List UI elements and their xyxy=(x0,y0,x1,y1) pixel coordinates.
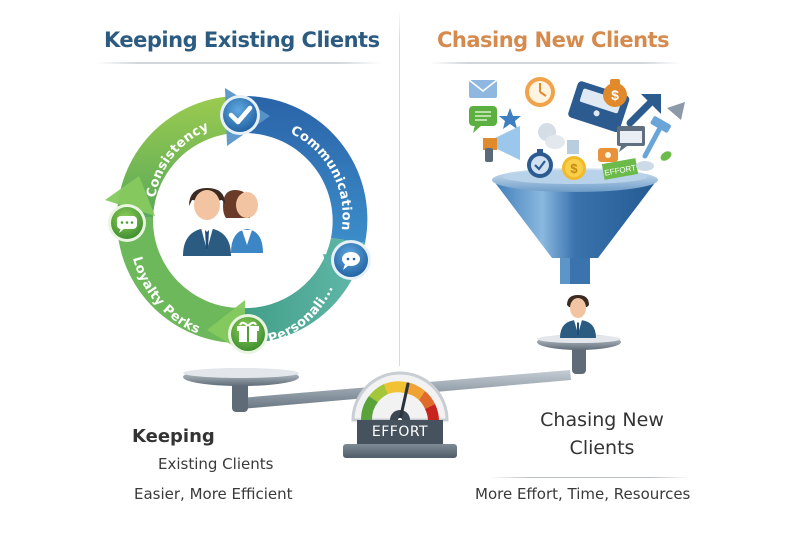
balance-scale xyxy=(183,280,621,458)
small-chat-icon xyxy=(598,148,618,162)
center-divider xyxy=(399,10,400,365)
alarm-clock-icon xyxy=(525,77,555,107)
document-icon xyxy=(567,140,579,154)
new-client-person-icon xyxy=(560,295,596,338)
right-caption-title-line2: Clients xyxy=(569,437,635,459)
left-caption-subtitle: Easier, More Efficient xyxy=(134,485,293,503)
svg-text:$: $ xyxy=(611,87,619,103)
arrow-icon xyxy=(626,94,661,127)
dollar-coin-icon: $ xyxy=(562,156,586,180)
envelope-icon xyxy=(468,79,498,98)
chat-icon xyxy=(469,106,497,133)
segment-consistency xyxy=(117,95,245,218)
segment-loyalty xyxy=(116,216,240,343)
left-caption-title-line2: Existing Clients xyxy=(158,455,274,473)
leaf-icon xyxy=(660,151,672,161)
checkmark-icon xyxy=(220,95,260,135)
right-title-underline xyxy=(430,62,680,64)
client-couple-icon xyxy=(183,188,263,256)
chat-dots-icon xyxy=(108,204,146,242)
right-caption-title-line1: Chasing New xyxy=(540,409,664,431)
megaphone-icon xyxy=(483,126,520,162)
left-title-underline xyxy=(96,62,381,64)
segment-communication xyxy=(245,96,368,243)
left-title: Keeping Existing Clients xyxy=(104,28,380,52)
retention-cycle-diagram: Consistency Communication Personali... L… xyxy=(105,88,371,354)
arrow-gray-icon xyxy=(667,102,685,120)
money-bag-icon: $ xyxy=(603,79,627,107)
hammer-icon xyxy=(642,116,671,159)
speech-bubble-icon xyxy=(331,240,371,280)
right-caption-divider xyxy=(490,477,690,478)
svg-text:$: $ xyxy=(570,161,578,176)
effort-gauge-label: EFFORT xyxy=(371,424,429,440)
right-caption-subtitle: More Effort, Time, Resources xyxy=(475,485,691,503)
browser-window-icon xyxy=(617,126,645,152)
effort-ticket-icon: EFFORT xyxy=(601,158,639,180)
right-title: Chasing New Clients xyxy=(437,28,670,52)
star-icon xyxy=(499,108,521,129)
stopwatch-icon xyxy=(527,149,553,178)
acquisition-funnel-diagram: $ $ EFFORT xyxy=(468,77,685,284)
cloud-icon xyxy=(636,161,654,171)
left-caption-title-line1: Keeping xyxy=(132,426,215,447)
person-silhouette-icon xyxy=(538,123,565,149)
gift-icon xyxy=(228,314,268,354)
